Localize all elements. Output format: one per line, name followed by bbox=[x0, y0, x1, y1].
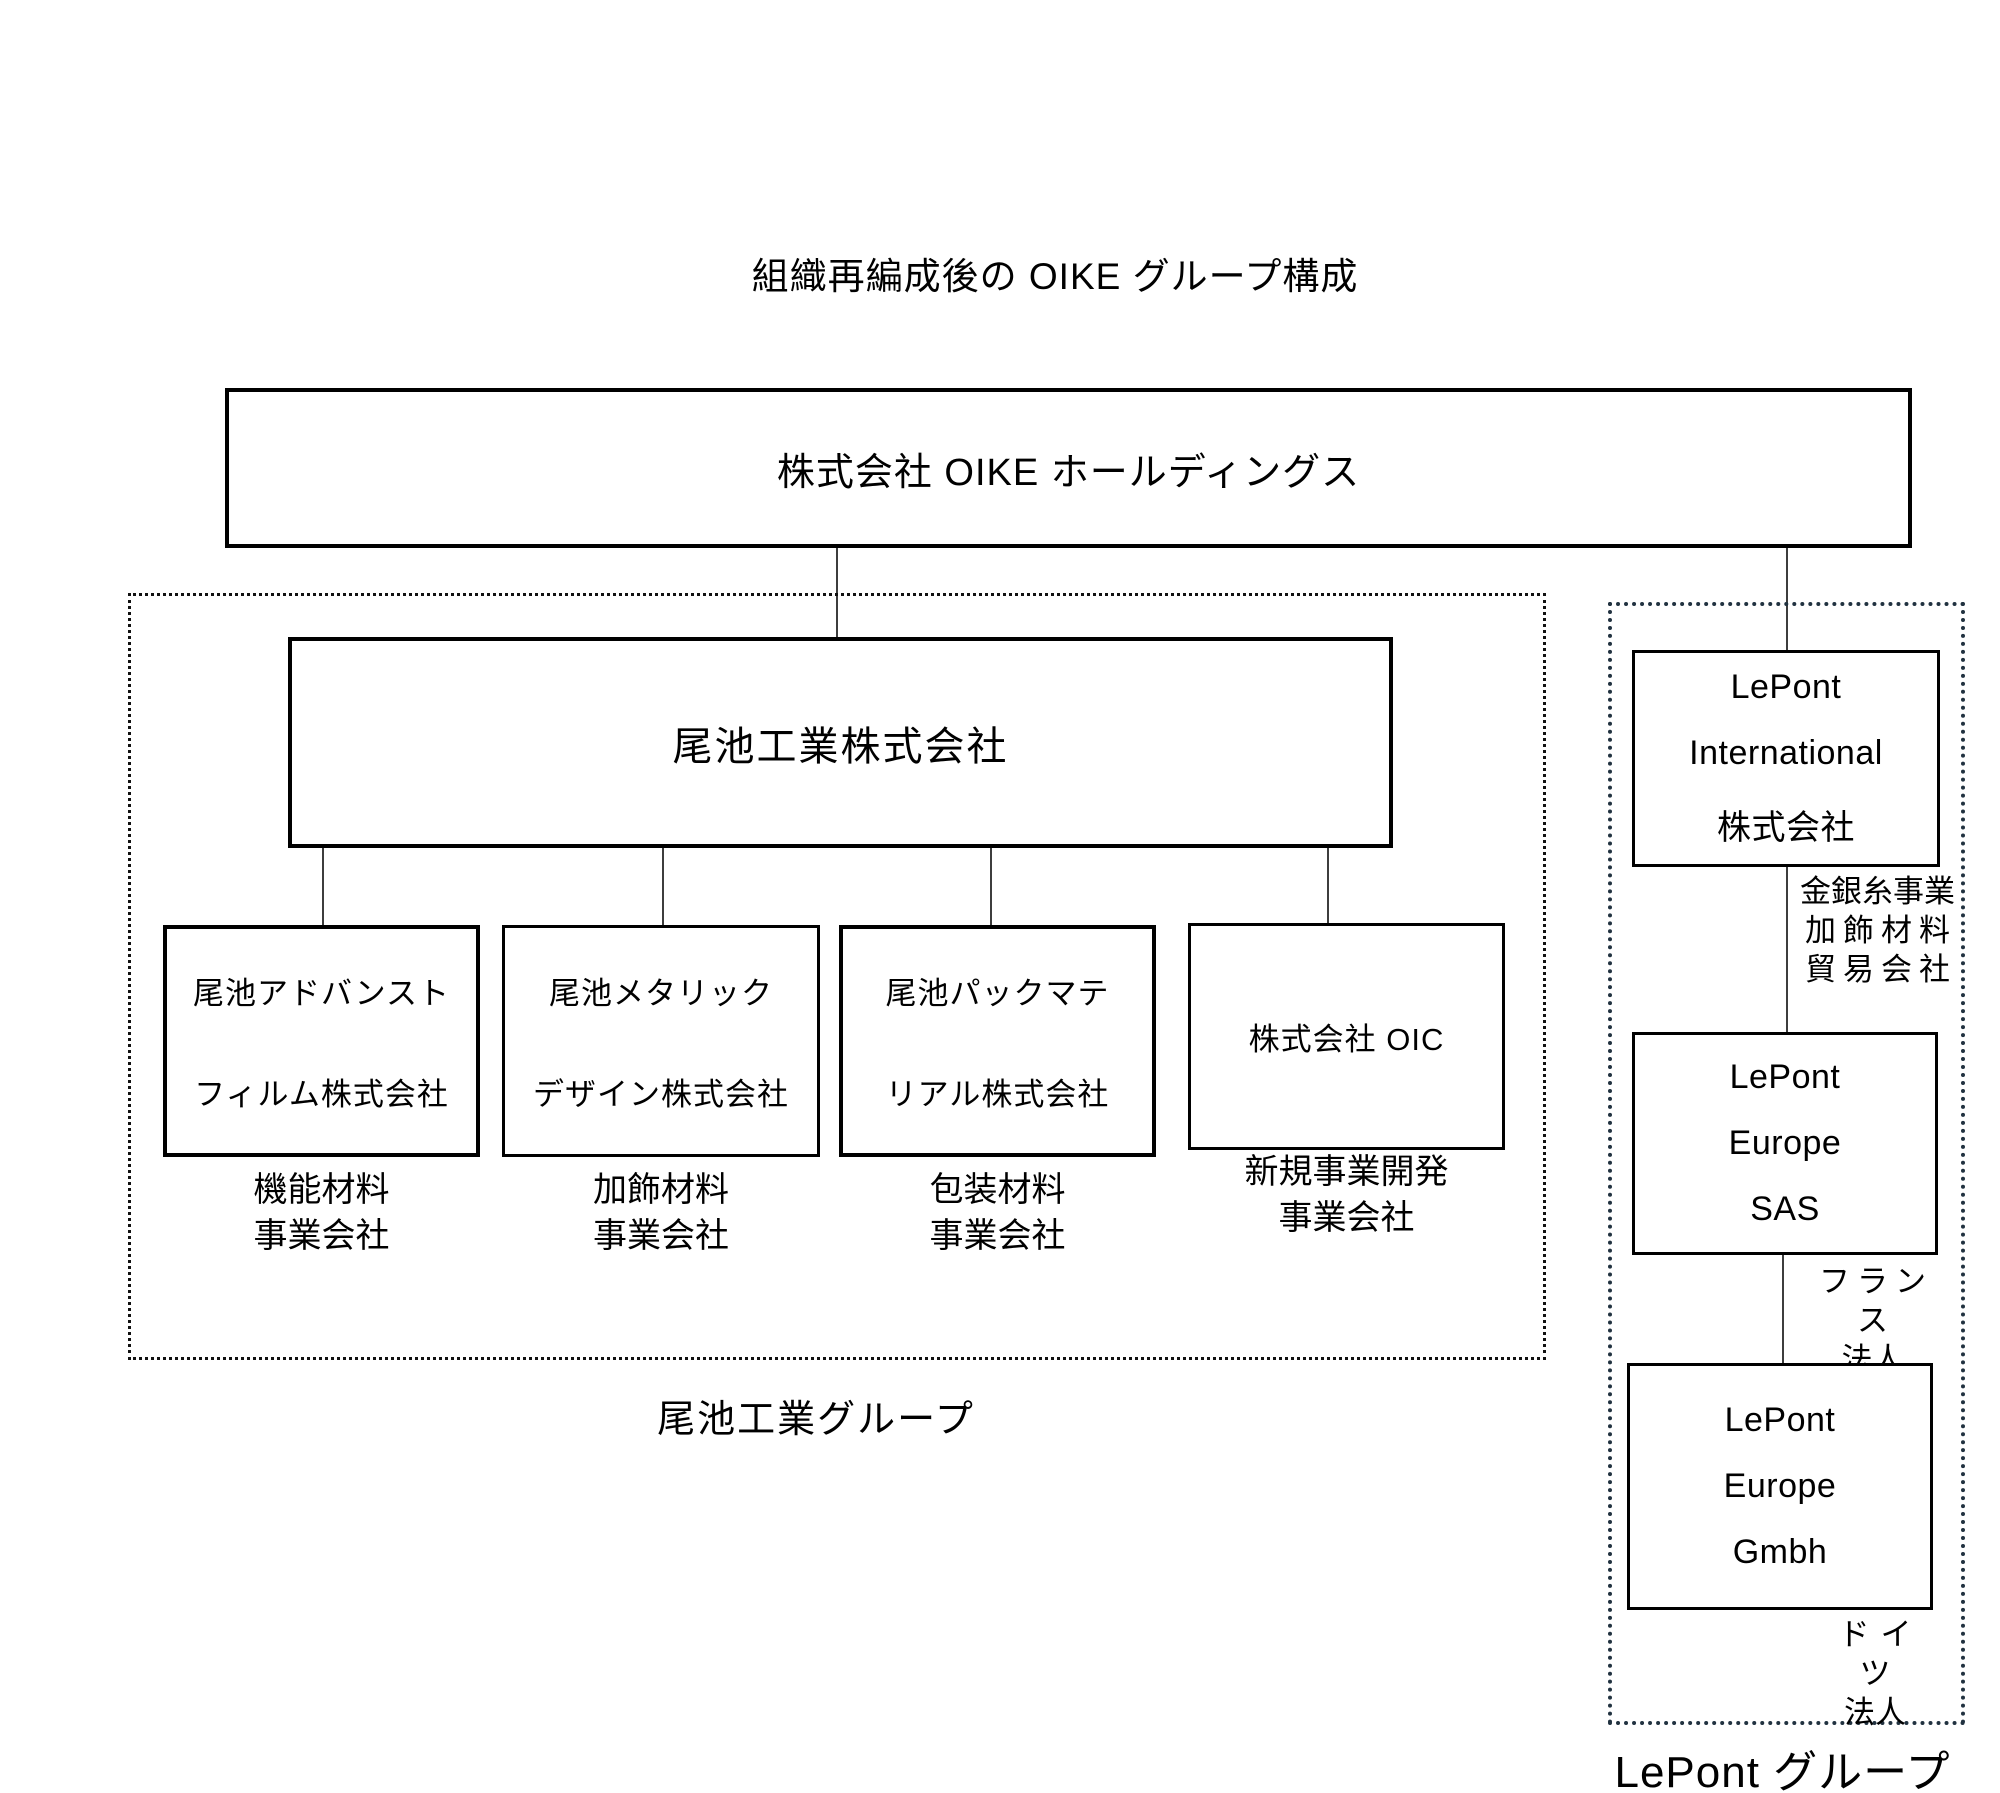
company-name-line: 尾池メタリック bbox=[549, 976, 773, 1011]
lepont-europe-sas-box: LePont Europe SAS bbox=[1632, 1032, 1938, 1255]
role-line: 事業会社 bbox=[1278, 1200, 1415, 1237]
company-name-line: SAS bbox=[1750, 1190, 1820, 1228]
oike-group-label: 尾池工業グループ bbox=[657, 1399, 975, 1441]
role-line: 包装材料 bbox=[929, 1172, 1066, 1209]
connector-oike-to-child-1 bbox=[322, 848, 324, 926]
oike-kogyo-name: 尾池工業株式会社 bbox=[672, 724, 1009, 769]
note-line: 金銀糸事業 bbox=[1800, 874, 1955, 909]
note-line: 加飾材料 bbox=[1805, 913, 1957, 948]
holding-company-name: 株式会社 OIKE ホールディングス bbox=[776, 451, 1361, 494]
company-name-line: デザイン株式会社 bbox=[533, 1077, 789, 1112]
role-label-packaging-materials: 包装材料 事業会社 bbox=[839, 1168, 1156, 1260]
company-name-line: フィルム株式会社 bbox=[194, 1077, 449, 1112]
lepont-group-label: LePont グループ bbox=[1614, 1748, 1951, 1793]
connector-international-to-sas bbox=[1786, 867, 1788, 1032]
company-name-line: 株式会社 bbox=[1717, 809, 1855, 847]
note-line: 法人 bbox=[1844, 1695, 1906, 1730]
role-label-new-business: 新規事業開発 事業会社 bbox=[1188, 1150, 1505, 1242]
child-box-oic: 株式会社 OIC bbox=[1188, 923, 1505, 1150]
company-name-line: Europe bbox=[1723, 1467, 1837, 1505]
company-name-line: 株式会社 OIC bbox=[1248, 1022, 1445, 1057]
role-line: 事業会社 bbox=[929, 1218, 1066, 1255]
company-name-line: リアル株式会社 bbox=[885, 1077, 1110, 1112]
role-label-decorative-materials: 加飾材料 事業会社 bbox=[502, 1168, 820, 1260]
role-line: 事業会社 bbox=[253, 1218, 390, 1255]
note-line: フランス bbox=[1819, 1264, 1933, 1338]
role-line: 新規事業開発 bbox=[1244, 1154, 1449, 1191]
connector-holding-to-oike bbox=[836, 548, 838, 637]
lepont-group-border bbox=[1608, 602, 1965, 1725]
note-line: 貿易会社 bbox=[1805, 952, 1957, 987]
company-name-line: LePont bbox=[1729, 1058, 1841, 1096]
connector-oike-to-child-2 bbox=[662, 848, 664, 926]
role-line: 事業会社 bbox=[593, 1218, 729, 1255]
company-name-line: Gmbh bbox=[1732, 1533, 1828, 1571]
role-label-functional-materials: 機能材料 事業会社 bbox=[163, 1168, 480, 1260]
role-line: 加飾材料 bbox=[593, 1172, 729, 1209]
holding-company-box: 株式会社 OIKE ホールディングス bbox=[225, 388, 1912, 548]
connector-oike-to-child-3 bbox=[990, 848, 992, 926]
child-box-metallic-design: 尾池メタリック デザイン株式会社 bbox=[502, 925, 820, 1157]
note-label-germany-entity: ドイツ 法人 bbox=[1810, 1615, 1940, 1732]
note-label-france-entity: フランス 法人 bbox=[1795, 1262, 1950, 1379]
chart-title: 組織再編成後の OIKE グループ構成 bbox=[751, 256, 1359, 297]
lepont-international-box: LePont International 株式会社 bbox=[1632, 650, 1940, 867]
oike-kogyo-box: 尾池工業株式会社 bbox=[288, 637, 1393, 848]
connector-oike-to-child-4 bbox=[1327, 848, 1329, 924]
note-line: ドイツ bbox=[1838, 1617, 1923, 1691]
lepont-europe-gmbh-box: LePont Europe Gmbh bbox=[1627, 1363, 1933, 1610]
company-name-line: 尾池アドバンスト bbox=[193, 976, 450, 1011]
role-line: 機能材料 bbox=[253, 1172, 390, 1209]
company-name-line: International bbox=[1689, 734, 1883, 772]
child-box-advanced-film: 尾池アドバンスト フィルム株式会社 bbox=[163, 925, 480, 1157]
child-box-pack-material: 尾池パックマテ リアル株式会社 bbox=[839, 925, 1156, 1157]
company-name-line: Europe bbox=[1728, 1124, 1842, 1162]
note-label-trading-company: 金銀糸事業 加飾材料 貿易会社 bbox=[1790, 872, 1965, 989]
company-name-line: LePont bbox=[1724, 1401, 1836, 1439]
company-name-line: LePont bbox=[1730, 668, 1842, 706]
company-name-line: 尾池パックマテ bbox=[885, 976, 1110, 1011]
connector-holding-to-lepont bbox=[1786, 548, 1788, 650]
oike-group-border bbox=[128, 593, 1546, 1360]
connector-sas-to-gmbh bbox=[1782, 1255, 1784, 1363]
